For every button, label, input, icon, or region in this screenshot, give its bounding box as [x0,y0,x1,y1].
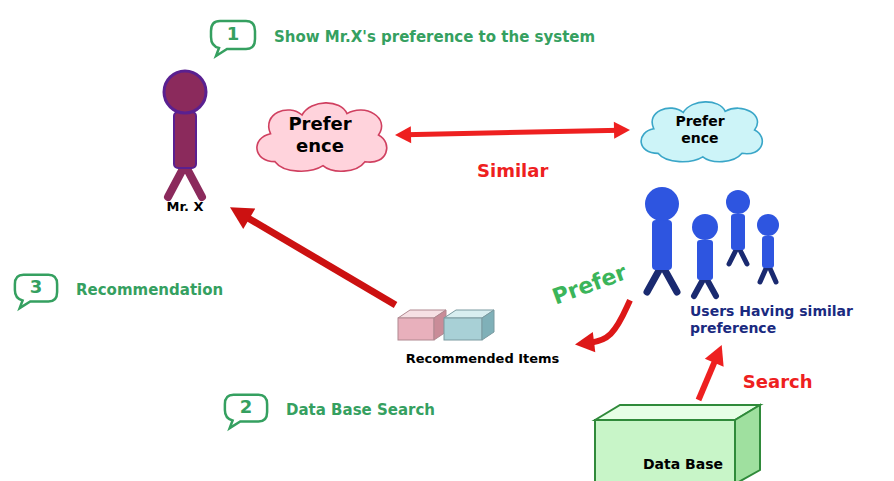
callout-bubble: 1Show Mr.X's preference to the system [208,18,258,58]
connector-arrow [699,345,724,400]
connector-arrow [395,122,630,143]
bubble-path [225,395,267,428]
step-note: Show Mr.X's preference to the system [274,28,595,46]
users-label: Users Having similar preference [690,303,880,345]
step-note: Recommendation [76,281,223,299]
cloud-path [257,103,387,171]
arrow-head [705,345,724,367]
database-box [595,405,760,481]
database-node: Data Base [590,400,765,481]
items-label: Recommended Items [406,351,560,371]
edge-label: Prefer [549,260,631,311]
database-label: Data Base [643,456,723,481]
callout-bubble: 3Recommendation [12,272,60,310]
arrow-head [395,126,411,143]
person-label: Mr. X [167,199,204,218]
bubble-path [15,275,57,308]
callout-number: 1 [227,23,240,53]
arrow-head [575,332,595,352]
person-node: Mr. X [140,66,230,218]
callout-number: 3 [30,276,43,306]
preference-cloud: Prefer ence [245,95,395,175]
users-group: Users Having similar preference [630,185,892,345]
connector-arrow [230,207,396,305]
connector-line [242,214,396,305]
arrow-head [614,122,630,139]
cloud-path [641,102,762,162]
edge-label: Similar [477,160,548,182]
cloud-text: Prefer ence [669,113,731,147]
items-node: Recommended Items [390,305,575,371]
preference-cloud: Prefer ence [630,95,770,165]
arrow-head [230,207,255,229]
bubble-path [211,21,255,56]
step-note: Data Base Search [286,401,435,419]
users-figures [645,187,779,296]
connector-arrow [575,300,630,352]
person-figure [164,71,206,197]
callout-bubble: 2Data Base Search [222,392,270,430]
connector-line [405,130,621,135]
item-boxes [398,310,494,340]
edge-label: Search [743,371,813,393]
callout-number: 2 [240,396,253,426]
cloud-text: Prefer ence [281,113,359,156]
